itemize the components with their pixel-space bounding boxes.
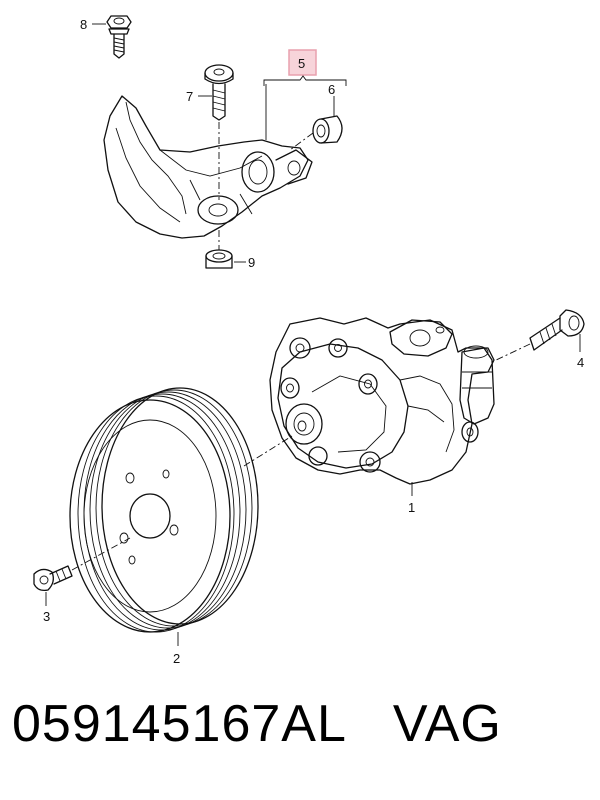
bracket-5 bbox=[103, 95, 313, 239]
nut-9 bbox=[205, 249, 233, 269]
brand-label: VAG bbox=[392, 695, 502, 753]
callout-4: 4 bbox=[577, 355, 584, 370]
callout-8: 8 bbox=[80, 17, 87, 32]
callout-9: 9 bbox=[248, 255, 255, 270]
callout-1: 1 bbox=[408, 500, 415, 515]
bushing-6 bbox=[312, 115, 343, 144]
callout-7: 7 bbox=[186, 89, 193, 104]
pulley-2 bbox=[69, 387, 259, 633]
callout-5-highlight bbox=[288, 49, 317, 76]
bolt-4 bbox=[529, 309, 585, 351]
callout-2: 2 bbox=[173, 651, 180, 666]
power-steering-pump-1 bbox=[269, 317, 495, 485]
part-number-footer: 059145167AL VAG bbox=[12, 694, 592, 784]
callout-3: 3 bbox=[43, 609, 50, 624]
callout-6: 6 bbox=[328, 82, 335, 97]
bolt-3 bbox=[33, 565, 73, 592]
bolt-7 bbox=[204, 64, 234, 121]
screw-8 bbox=[106, 15, 132, 59]
callout-5: 5 bbox=[298, 56, 305, 71]
part-number: 059145167AL bbox=[12, 695, 347, 753]
parts-diagram: 8 5 7 6 bbox=[33, 15, 585, 666]
